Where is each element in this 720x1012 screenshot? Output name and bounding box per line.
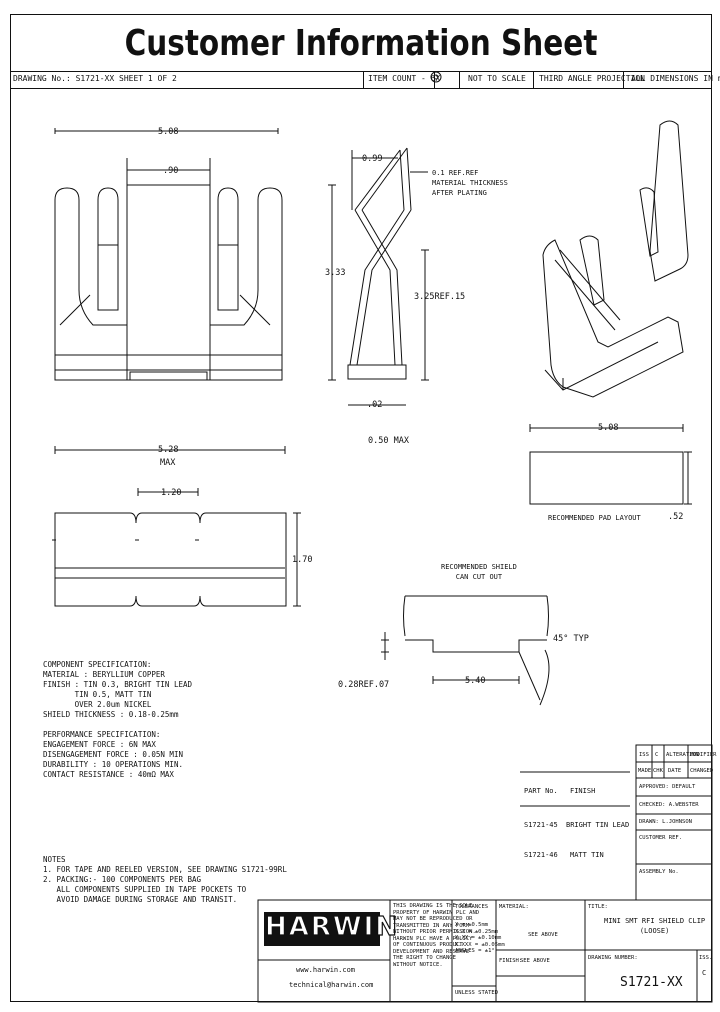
approved: APPROVED: DEFAULT [639,784,696,790]
spec-line: PERFORMANCE SPECIFICATION: [43,730,161,739]
finish-value: SEE ABOVE [520,958,550,964]
dim-gap: 1.20 [161,488,182,498]
dim-inner: .90 [163,166,179,176]
dim-pad-height: .52 [668,512,684,522]
finish-label: FINISH: [499,958,523,964]
dim-099: 0.99 [362,154,383,164]
finish-header: FINISH [570,787,596,795]
dim-max: 0.50 MAX [368,436,409,446]
harwin-logo: HARWIN [264,911,400,942]
copyright-note: THIS DRAWING IS THE SOLE PROPERTY OF HAR… [393,903,480,968]
rev-h2-2: DATE [668,768,682,774]
material-note: MATERIAL THICKNESS AFTER PLATING [432,179,508,197]
part-row-1-no: S1721-45 [524,821,558,829]
rev-h1-2: ALTERATION [666,752,700,758]
note-line: 2. PACKING:- 100 COMPONENTS PER BAG [43,875,202,884]
dim-325: 3.25REF.15 [414,292,466,302]
cutout-title: RECOMMENDED SHIELD CAN CUT OUT [441,563,517,581]
spec-line: SHIELD THICKNESS : 0.18-0.25mm [43,710,179,719]
tolerance-header: TOLERANCES [455,904,489,910]
email: technical@harwin.com [289,981,374,989]
spec-line: FINISH : TIN 0.3, BRIGHT TIN LEAD [43,680,193,689]
part-row-2-finish: MATT TIN [570,851,604,859]
pad-layout-label: RECOMMENDED PAD LAYOUT [548,514,641,522]
customer-ref: CUSTOMER REF. [639,835,683,841]
scale-note: NOT TO SCALE [468,74,526,83]
dim-height-side: 1.70 [292,555,313,565]
sheet-title: Customer Information Sheet [124,22,598,64]
spec-line: OVER 2.0um NICKEL [43,700,152,709]
dim-pad-width: 5.08 [598,423,619,433]
dim-width-mid: 5.28 [158,445,179,455]
dim-thickness: 0.1 REF.REF [432,169,479,177]
projection-note: THIRD ANGLE PROJECTION [539,74,645,83]
spec-line [43,720,192,730]
dim-333: 3.33 [325,268,346,278]
drawing-number: DRAWING No.: S1721-XX [13,74,115,83]
part-no-header: PART No. [524,787,558,795]
dim-max2: MAX [160,458,176,468]
spec-line: CONTACT RESISTANCE : 40mΩ MAX [43,770,174,779]
checked: CHECKED: A.WEBSTER [639,802,699,808]
specification-block: COMPONENT SPECIFICATION:MATERIAL : BERYL… [43,660,192,780]
title-label: TITLE: [588,904,608,910]
rev-h1-3: MODIFIER [690,752,717,758]
dim-cut-width: 5.40 [465,676,486,686]
dim-bottom: .02 [367,400,383,410]
issue-value: C [702,969,707,977]
dim-width-top: 5.08 [158,127,179,137]
material-value: SEE ABOVE [528,932,558,938]
rev-h2-1: CHK [653,768,663,774]
part-row-2-no: S1721-46 [524,851,558,859]
units-note: ALL DIMENSIONS IN mm [631,74,720,83]
spec-line: ENGAGEMENT FORCE : 6N MAX [43,740,156,749]
issue-label: ISS. [699,955,713,961]
dim-angle: 45° TYP [553,634,589,644]
material-label: MATERIAL: [499,904,529,910]
rev-h2-3: CHANGED [690,768,714,774]
part-row-1-finish: BRIGHT TIN LEAD [566,821,630,829]
spec-line: DURABILITY : 10 OPERATIONS MIN. [43,760,183,769]
note-line: 1. FOR TAPE AND REELED VERSION, SEE DRAW… [43,865,287,874]
spec-line: DISENGAGEMENT FORCE : 0.05N MIN [43,750,183,759]
spec-line: TIN 0.5, MATT TIN [43,690,152,699]
note-line: AVOID DAMAGE DURING STORAGE AND TRANSIT. [43,895,238,904]
website: www.harwin.com [296,966,356,974]
rev-h1-1: C [655,752,659,758]
tolerance-values: X = ±0.5mm X.X = ±0.25mm X.XX = ±0.10mm … [455,922,505,954]
header-bar: DRAWING No.: S1721-XX SHEET 1 OF 2 ITEM … [11,71,720,89]
part-title: MINI SMT RFI SHIELD CLIP (LOOSE) [604,917,706,935]
dim-cut-height: 0.28REF.07 [338,680,390,690]
item-count: ITEM COUNT - 6X [368,74,441,83]
rev-h2-0: MADE [638,768,652,774]
unless-stated: UNLESS STATED [455,990,499,996]
drawing-number-value: S1721-XX [620,975,683,990]
spec-line: MATERIAL : BERYLLIUM COPPER [43,670,165,679]
sheet-number: SHEET 1 OF 2 [119,74,177,83]
drawing-number-label: DRAWING NUMBER: [588,955,638,961]
drawing-sheet: Customer Information Sheet DRAWING No.: … [10,14,720,1002]
spec-line: COMPONENT SPECIFICATION: [43,660,152,669]
drawn: DRAWN: L.JOHNSON [639,819,692,825]
assembly-no: ASSEMBLY No. [639,869,679,875]
rev-h1-0: ISS [639,752,649,758]
note-line: NOTES [43,855,66,864]
note-line: ALL COMPONENTS SUPPLIED IN TAPE POCKETS … [43,885,247,894]
